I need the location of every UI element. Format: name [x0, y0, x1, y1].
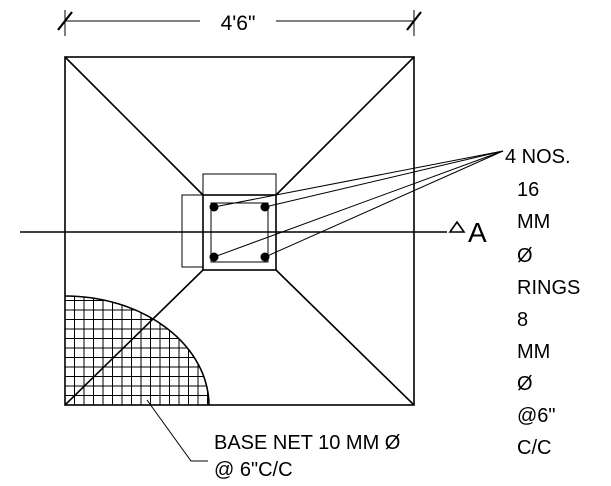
leader-bar-bottom-left — [213, 150, 504, 258]
note-line-6: 8 — [517, 309, 528, 331]
rebar-dot-bottom-right — [260, 252, 270, 262]
note-line-10: C/C — [517, 437, 551, 459]
base-net-note-line-1: BASE NET 10 MM Ø — [214, 432, 400, 454]
section-line-a: A — [20, 217, 487, 248]
leader-bar-bottom-right — [264, 150, 504, 258]
base-net-boundary-arc — [64, 295, 210, 406]
base-net-note: BASE NET 10 MM Ø @ 6"C/C — [146, 399, 400, 481]
note-line-7: MM — [517, 341, 550, 363]
footing-outline — [64, 56, 415, 406]
rebar-dot-top-right — [260, 202, 270, 212]
slope-line-bottom-right — [275, 269, 415, 406]
reinforcement-bars — [209, 202, 270, 262]
rebar-dot-bottom-left — [209, 252, 219, 262]
note-line-2: 16 — [517, 179, 539, 201]
note-line-1: 4 NOS. — [505, 146, 571, 168]
bar-leader-lines — [213, 150, 504, 258]
slope-line-top-left — [64, 56, 204, 196]
dimension-label: 4'6" — [221, 12, 256, 35]
reinforcement-note: 4 NOS. 16 MM Ø RINGS 8 MM Ø @6" C/C — [505, 146, 580, 459]
dimension-tick-right — [406, 11, 422, 31]
leader-bar-top-right — [264, 150, 504, 208]
section-marker-triangle — [448, 220, 466, 233]
dimension-tick-left — [57, 11, 73, 31]
note-line-8: Ø — [517, 373, 533, 395]
note-line-4: Ø — [517, 245, 533, 267]
pedestal-left-projection — [181, 194, 204, 268]
slope-line-bottom-left — [64, 269, 204, 406]
note-line-3: MM — [517, 211, 550, 233]
base-net-note-line-2: @ 6"C/C — [214, 459, 293, 481]
base-net-leader — [146, 399, 208, 462]
leader-bar-top-left — [213, 150, 504, 208]
note-line-9: @6" — [517, 405, 556, 427]
pedestal-top-projection — [202, 173, 277, 196]
dimension-label-mask — [200, 8, 276, 34]
footing-slope-lines — [64, 56, 415, 406]
width-dimension: 4'6" — [57, 8, 422, 36]
slope-line-top-right — [275, 56, 415, 196]
rebar-dot-top-left — [209, 202, 219, 212]
section-marker-label: A — [468, 217, 487, 248]
note-line-5: RINGS — [517, 277, 580, 299]
